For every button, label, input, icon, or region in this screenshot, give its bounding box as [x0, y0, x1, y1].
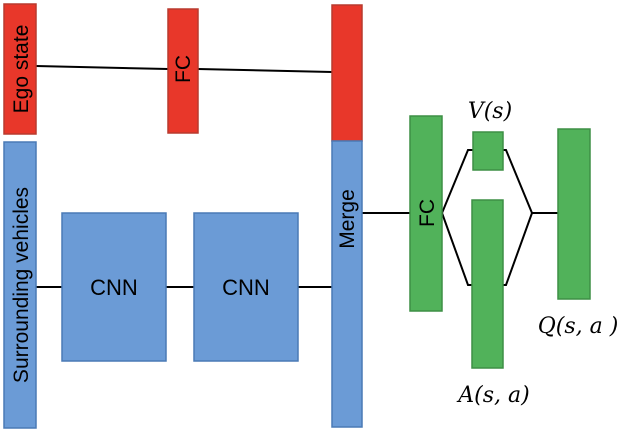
q-output-layer [557, 128, 591, 300]
value-to-q-line [503, 149, 558, 214]
ego-state-label: Ego state [10, 25, 33, 114]
cnn2-label: CNN [222, 275, 270, 300]
fc-ego-label: FC [172, 55, 195, 83]
surrounding-vehicles-label: Surrounding vehicles [10, 187, 33, 383]
ego-to-fc-line [35, 65, 169, 70]
fc-ego-layer [167, 8, 199, 134]
cnn2-layer [193, 212, 299, 362]
fc-shared-layer [409, 115, 443, 312]
fc-shared-label: FC [416, 199, 439, 227]
fc-to-advantage-line [441, 212, 472, 286]
merge-layer-bottom [331, 140, 363, 428]
value-stream-layer [472, 131, 504, 171]
advantage-stream-layer [471, 199, 504, 369]
fc-to-value-line [441, 149, 473, 214]
fc-to-merge-line [197, 68, 333, 73]
advantage-to-q-line [503, 212, 533, 286]
q-label: Q(s, a ) [538, 314, 619, 339]
advantage-label: A(s, a) [456, 383, 529, 408]
surrounding-vehicles-block [3, 141, 37, 429]
ego-state-block [3, 3, 37, 135]
merge-label: Merge [336, 189, 359, 249]
value-label: V(s) [468, 99, 512, 124]
connections [35, 65, 558, 288]
cnn1-label: CNN [90, 275, 138, 300]
cnn1-layer [61, 212, 167, 362]
merge-layer-top [331, 4, 363, 142]
